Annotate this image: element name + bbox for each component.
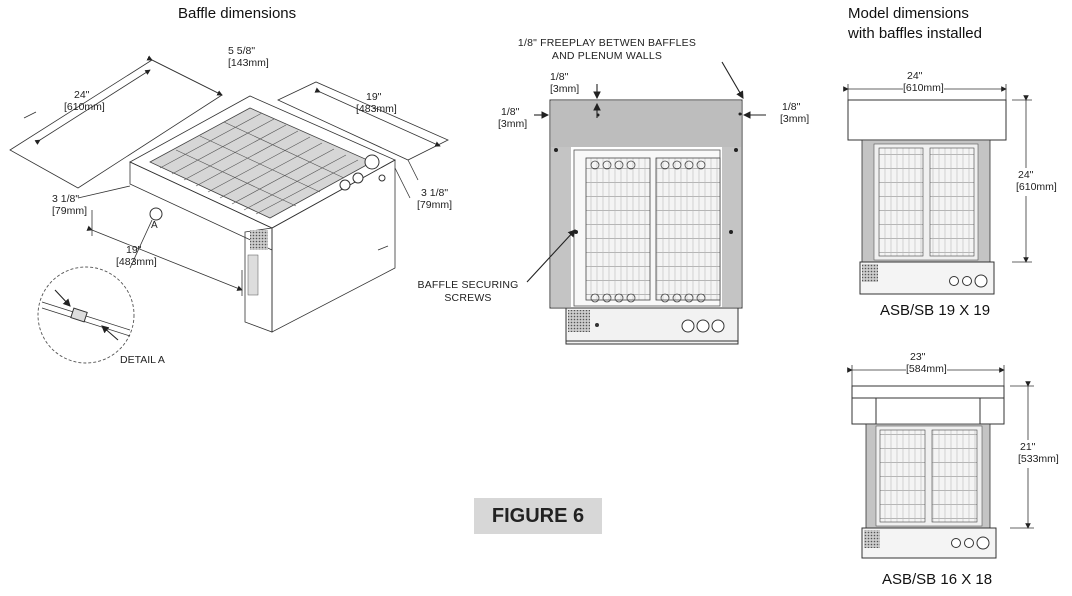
- dim-79mm-left: [79mm]: [52, 205, 88, 217]
- isometric-unit: [9, 59, 449, 333]
- dim-79mm-right: [79mm]: [417, 199, 453, 211]
- freeplay-note-line2: AND PLENUM WALLS: [551, 50, 663, 62]
- model1-caption: ASB/SB 19 X 19: [880, 302, 991, 319]
- front-view: [549, 99, 743, 345]
- iso-dimension-lines: [23, 55, 441, 296]
- detail-marker-a: A: [151, 220, 158, 231]
- figure-label: FIGURE 6: [474, 498, 602, 534]
- model2-height-mm: [533mm]: [1018, 453, 1059, 465]
- model-dimensions-heading: Model dimensions: [848, 5, 969, 22]
- dim-top-1-8: 1/8": [550, 71, 569, 83]
- freeplay-note-line1: 1/8" FREEPLAY BETWEN BAFFLES: [517, 37, 697, 49]
- model2-width-mm: [584mm]: [906, 363, 947, 376]
- dim-top-3mm: [3mm]: [550, 83, 580, 95]
- screws-label-line1: BAFFLE SECURING: [417, 279, 519, 291]
- model-dimensions-subheading: with baffles installed: [848, 25, 982, 42]
- dim-143mm: [143mm]: [228, 57, 269, 69]
- dim-24-iso: 24": [74, 89, 90, 101]
- dim-19-lower: 19": [126, 244, 142, 256]
- dim-610mm-iso: [610mm]: [64, 101, 105, 113]
- screws-label-line2: SCREWS: [444, 292, 492, 304]
- model1-width-mm: [610mm]: [903, 82, 944, 95]
- dim-left-3mm: [3mm]: [498, 118, 528, 130]
- dim-right-1-8: 1/8": [782, 101, 801, 113]
- dim-483mm-right: [483mm]: [356, 103, 397, 115]
- model1-width: 24": [907, 70, 923, 82]
- dim-5-5-8: 5 5/8": [228, 45, 256, 57]
- model2-height: 21": [1020, 441, 1036, 453]
- dim-483mm-lower: [483mm]: [116, 256, 157, 268]
- detail-a-label: DETAIL A: [120, 354, 165, 366]
- model2-caption: ASB/SB 16 X 18: [882, 571, 993, 588]
- dim-19-right: 19": [366, 91, 382, 103]
- baffle-dimensions-heading: Baffle dimensions: [178, 5, 297, 22]
- model1-view: [843, 84, 1032, 295]
- front-leaders: [526, 61, 766, 283]
- model2-width: 23": [910, 351, 926, 363]
- model1-height: 24": [1018, 169, 1034, 181]
- dim-right-3mm: [3mm]: [780, 113, 810, 125]
- dim-3-1-8-left: 3 1/8": [52, 193, 80, 205]
- dim-3-1-8-right: 3 1/8": [421, 187, 449, 199]
- model2-view: [847, 365, 1034, 559]
- detail-a-view: [37, 266, 135, 364]
- dim-left-1-8: 1/8": [501, 106, 520, 118]
- model1-height-mm: [610mm]: [1016, 181, 1057, 193]
